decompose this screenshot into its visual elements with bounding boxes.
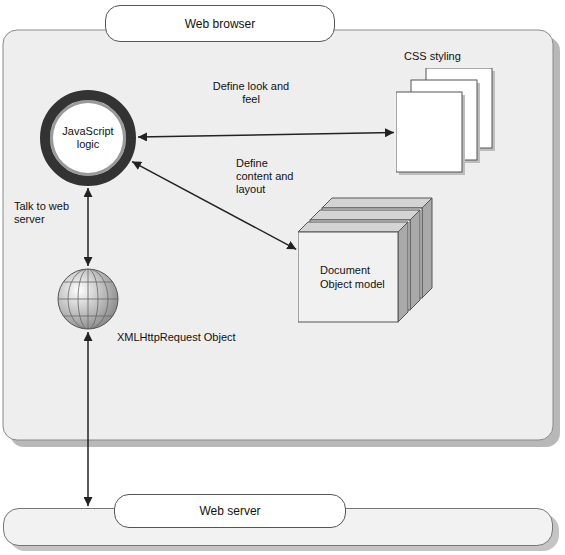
node-label: XMLHttpRequest Object	[117, 330, 236, 344]
edge-label: Define look and feel	[212, 80, 290, 106]
tab-label: Web server	[199, 504, 260, 518]
stylesheet-node: CSS styling	[390, 48, 500, 180]
server-tab: Web server	[114, 494, 346, 528]
box-side-face	[422, 198, 432, 298]
node-label: JavaScript logic	[56, 125, 120, 151]
request-object-node: XMLHttpRequest Object	[57, 268, 240, 346]
globe-parallel	[57, 282, 119, 283]
box-front-face	[298, 232, 398, 322]
browser-tab: Web browser	[105, 5, 335, 42]
globe-body	[58, 269, 118, 329]
box-top-face	[298, 222, 408, 232]
connector-arrow	[138, 133, 394, 138]
box-side-face	[410, 210, 420, 310]
globe-icon	[57, 268, 119, 330]
connector-arrow	[87, 188, 89, 266]
edge-label: Talk to web server	[14, 200, 74, 226]
page-sheet	[396, 92, 462, 172]
globe-parallel	[57, 316, 119, 317]
box-text-area: Document Object model	[298, 232, 398, 322]
server-band: Web server	[3, 508, 553, 546]
globe-label-box: XMLHttpRequest Object	[117, 330, 236, 344]
box-top-face	[322, 198, 432, 208]
node-heading-box: CSS styling	[404, 50, 461, 63]
browser-panel	[3, 30, 553, 440]
dom-node: Document Object model	[298, 196, 434, 326]
globe-grid	[57, 268, 119, 330]
connector-arrow	[87, 332, 89, 506]
tab-label: Web browser	[185, 17, 255, 31]
box-side-face	[398, 222, 408, 322]
logic-circle: JavaScript logic	[40, 90, 136, 186]
globe-parallel	[57, 299, 119, 300]
node-heading: CSS styling	[404, 50, 461, 63]
node-label: Document Object model	[320, 263, 390, 291]
stacked-pages-icon	[396, 68, 496, 176]
edge-label: Define content and layout	[236, 157, 302, 196]
stacked-boxes-icon	[298, 196, 434, 326]
box-top-face	[310, 210, 420, 220]
